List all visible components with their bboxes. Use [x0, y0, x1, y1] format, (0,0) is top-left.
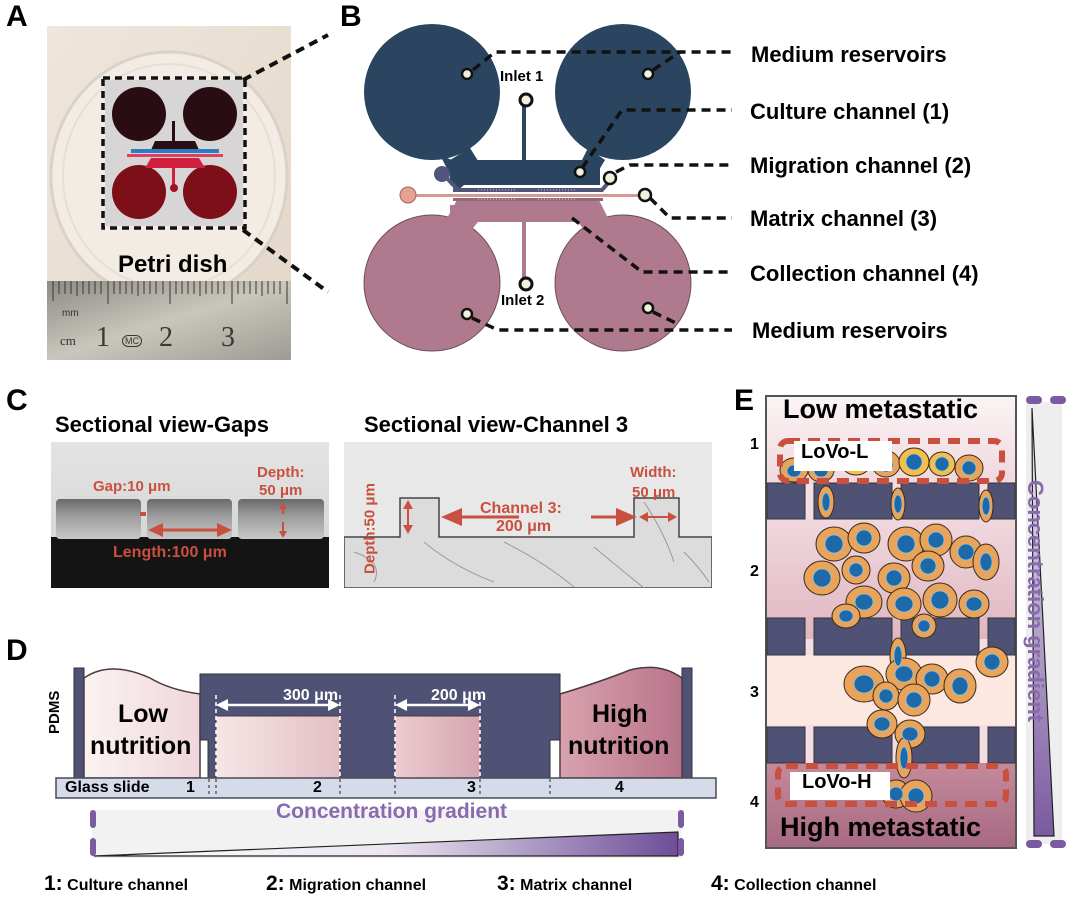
- ruler-logo: MC: [122, 335, 142, 347]
- sectional-gaps-title: Sectional view-Gaps: [55, 412, 269, 437]
- panel-e-letter: E: [734, 384, 755, 417]
- glass-slide-label: Glass slide: [65, 779, 150, 796]
- petri-dish-photo: [47, 26, 291, 360]
- panel-b-letter: B: [340, 0, 362, 33]
- dimension-300um: 300 μm: [283, 687, 339, 704]
- legend-item-3: 3: Matrix channel: [497, 872, 632, 896]
- length-label: Length:100 μm: [113, 544, 227, 561]
- dimension-200um: 200 μm: [431, 687, 487, 704]
- zoom-connector-lines: [241, 33, 330, 294]
- pillar-width-value: 50 μm: [632, 484, 676, 501]
- legend-item-2: 2: Migration channel: [266, 872, 426, 896]
- glass-slide: [55, 777, 717, 799]
- section-4: 4: [615, 779, 624, 796]
- depth-label-line2: 50 μm: [259, 482, 303, 499]
- low-metastatic-label: Low metastatic: [783, 394, 979, 424]
- label-migration-channel: Migration channel (2): [750, 153, 972, 178]
- side-gradient-wedge: [1031, 407, 1055, 837]
- cell-migration-diagram: [765, 395, 1066, 849]
- inlet-1-label: Inlet 1: [500, 68, 544, 85]
- inlet-2-label: Inlet 2: [501, 292, 545, 309]
- ruler-unit-mm: mm: [62, 308, 79, 319]
- lovo-l-label: LoVo-L: [801, 441, 869, 463]
- panel-d-letter: D: [6, 634, 28, 667]
- lovo-h-label: LoVo-H: [802, 771, 872, 793]
- chip-schematic: [363, 24, 732, 352]
- cells: [779, 444, 1009, 813]
- legend-label-4: Collection channel: [734, 877, 877, 894]
- ruler-tick-1: 1: [96, 322, 110, 353]
- legend-item-4: 4: Collection channel: [711, 872, 876, 896]
- label-collection-channel: Collection channel (4): [750, 261, 979, 286]
- row-label-1: 1: [750, 436, 759, 453]
- ruler-tick-3: 3: [221, 322, 235, 353]
- high-metastatic-label: High metastatic: [780, 812, 982, 842]
- channel3-depth-label: Depth:50 μm: [361, 483, 379, 574]
- gap-label: Gap:10 μm: [93, 478, 171, 495]
- legend-num-3: 3:: [497, 872, 516, 895]
- row-label-2: 2: [750, 563, 759, 580]
- legend-label-3: Matrix channel: [520, 877, 633, 894]
- label-medium-reservoirs-bottom: Medium reservoirs: [752, 318, 948, 343]
- low-nutrition-line2: nutrition: [90, 732, 192, 760]
- panel-a-letter: A: [6, 0, 28, 33]
- pillar-width-label: Width:: [630, 464, 677, 481]
- legend-item-1: 1: Culture channel: [44, 872, 188, 896]
- leader-lines: [471, 50, 732, 332]
- lovo-l-badge: [794, 441, 892, 471]
- cross-section-diagram: [55, 666, 717, 858]
- ports: [460, 67, 655, 321]
- channel3-width-value: 200 μm: [496, 518, 552, 535]
- ruler-tick-2: 2: [159, 322, 173, 353]
- row-label-4: 4: [750, 794, 759, 811]
- legend-num-2: 2:: [266, 872, 285, 895]
- label-medium-reservoirs-top: Medium reservoirs: [751, 42, 947, 67]
- high-nutrition-line1: High: [592, 700, 648, 728]
- sectional-channel3-title: Sectional view-Channel 3: [364, 412, 629, 437]
- legend-num-4: 4:: [711, 872, 730, 895]
- legend-num-1: 1:: [44, 872, 63, 895]
- petri-dish-illustration: [47, 26, 291, 360]
- depth-label-line1: Depth:: [257, 464, 305, 481]
- label-culture-channel: Culture channel (1): [750, 99, 950, 124]
- lovo-h-badge: [790, 772, 890, 800]
- section-3: 3: [467, 779, 476, 796]
- panel-c-letter: C: [6, 384, 28, 417]
- channel3-width-label: Channel 3:: [480, 500, 562, 517]
- section-1: 1: [186, 779, 195, 796]
- legend-label-2: Migration channel: [289, 877, 427, 894]
- high-nutrition-line2: nutrition: [568, 732, 670, 760]
- sectional-channel3-image: [344, 442, 712, 588]
- legend-label-1: Culture channel: [67, 877, 189, 894]
- label-matrix-channel: Matrix channel (3): [750, 206, 938, 231]
- pdms-label: PDMS: [46, 690, 63, 734]
- section-2: 2: [313, 779, 322, 796]
- concentration-gradient-label-e: Concentration gradient: [1023, 480, 1048, 723]
- petri-dish-caption: Petri dish: [118, 251, 228, 278]
- ruler-unit-cm: cm: [60, 333, 76, 348]
- concentration-gradient-label-d: Concentration gradient: [276, 800, 508, 823]
- ruler: [47, 281, 291, 360]
- top-reservoirs: [364, 24, 691, 190]
- row-label-3: 3: [750, 684, 759, 701]
- low-nutrition-line1: Low: [118, 700, 168, 728]
- sectional-gaps-image: [51, 442, 329, 588]
